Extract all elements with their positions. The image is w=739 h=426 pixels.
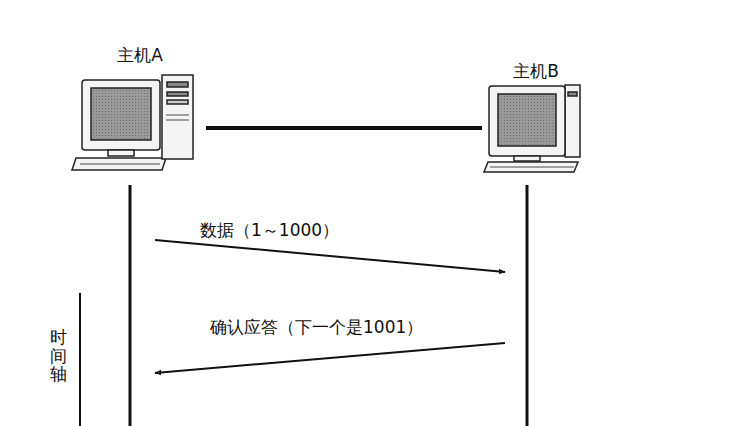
host-label: 主机A [74, 46, 206, 65]
host-computer: 主机B [482, 62, 590, 174]
axis-label: 时间轴 [50, 328, 67, 384]
message-arrow [155, 240, 505, 272]
time-axis [79, 293, 81, 426]
network-cable [206, 126, 482, 130]
message-label: 数据（1～1000） [198, 221, 341, 241]
lifeline [526, 185, 529, 426]
host-computer: 主机A [74, 46, 206, 174]
computer-icon [484, 85, 580, 172]
lifeline [129, 185, 132, 426]
message-arrow [155, 343, 505, 373]
computer-icon [72, 75, 193, 170]
message-label: 确认应答（下一个是1001） [208, 318, 425, 338]
host-label: 主机B [482, 62, 590, 81]
